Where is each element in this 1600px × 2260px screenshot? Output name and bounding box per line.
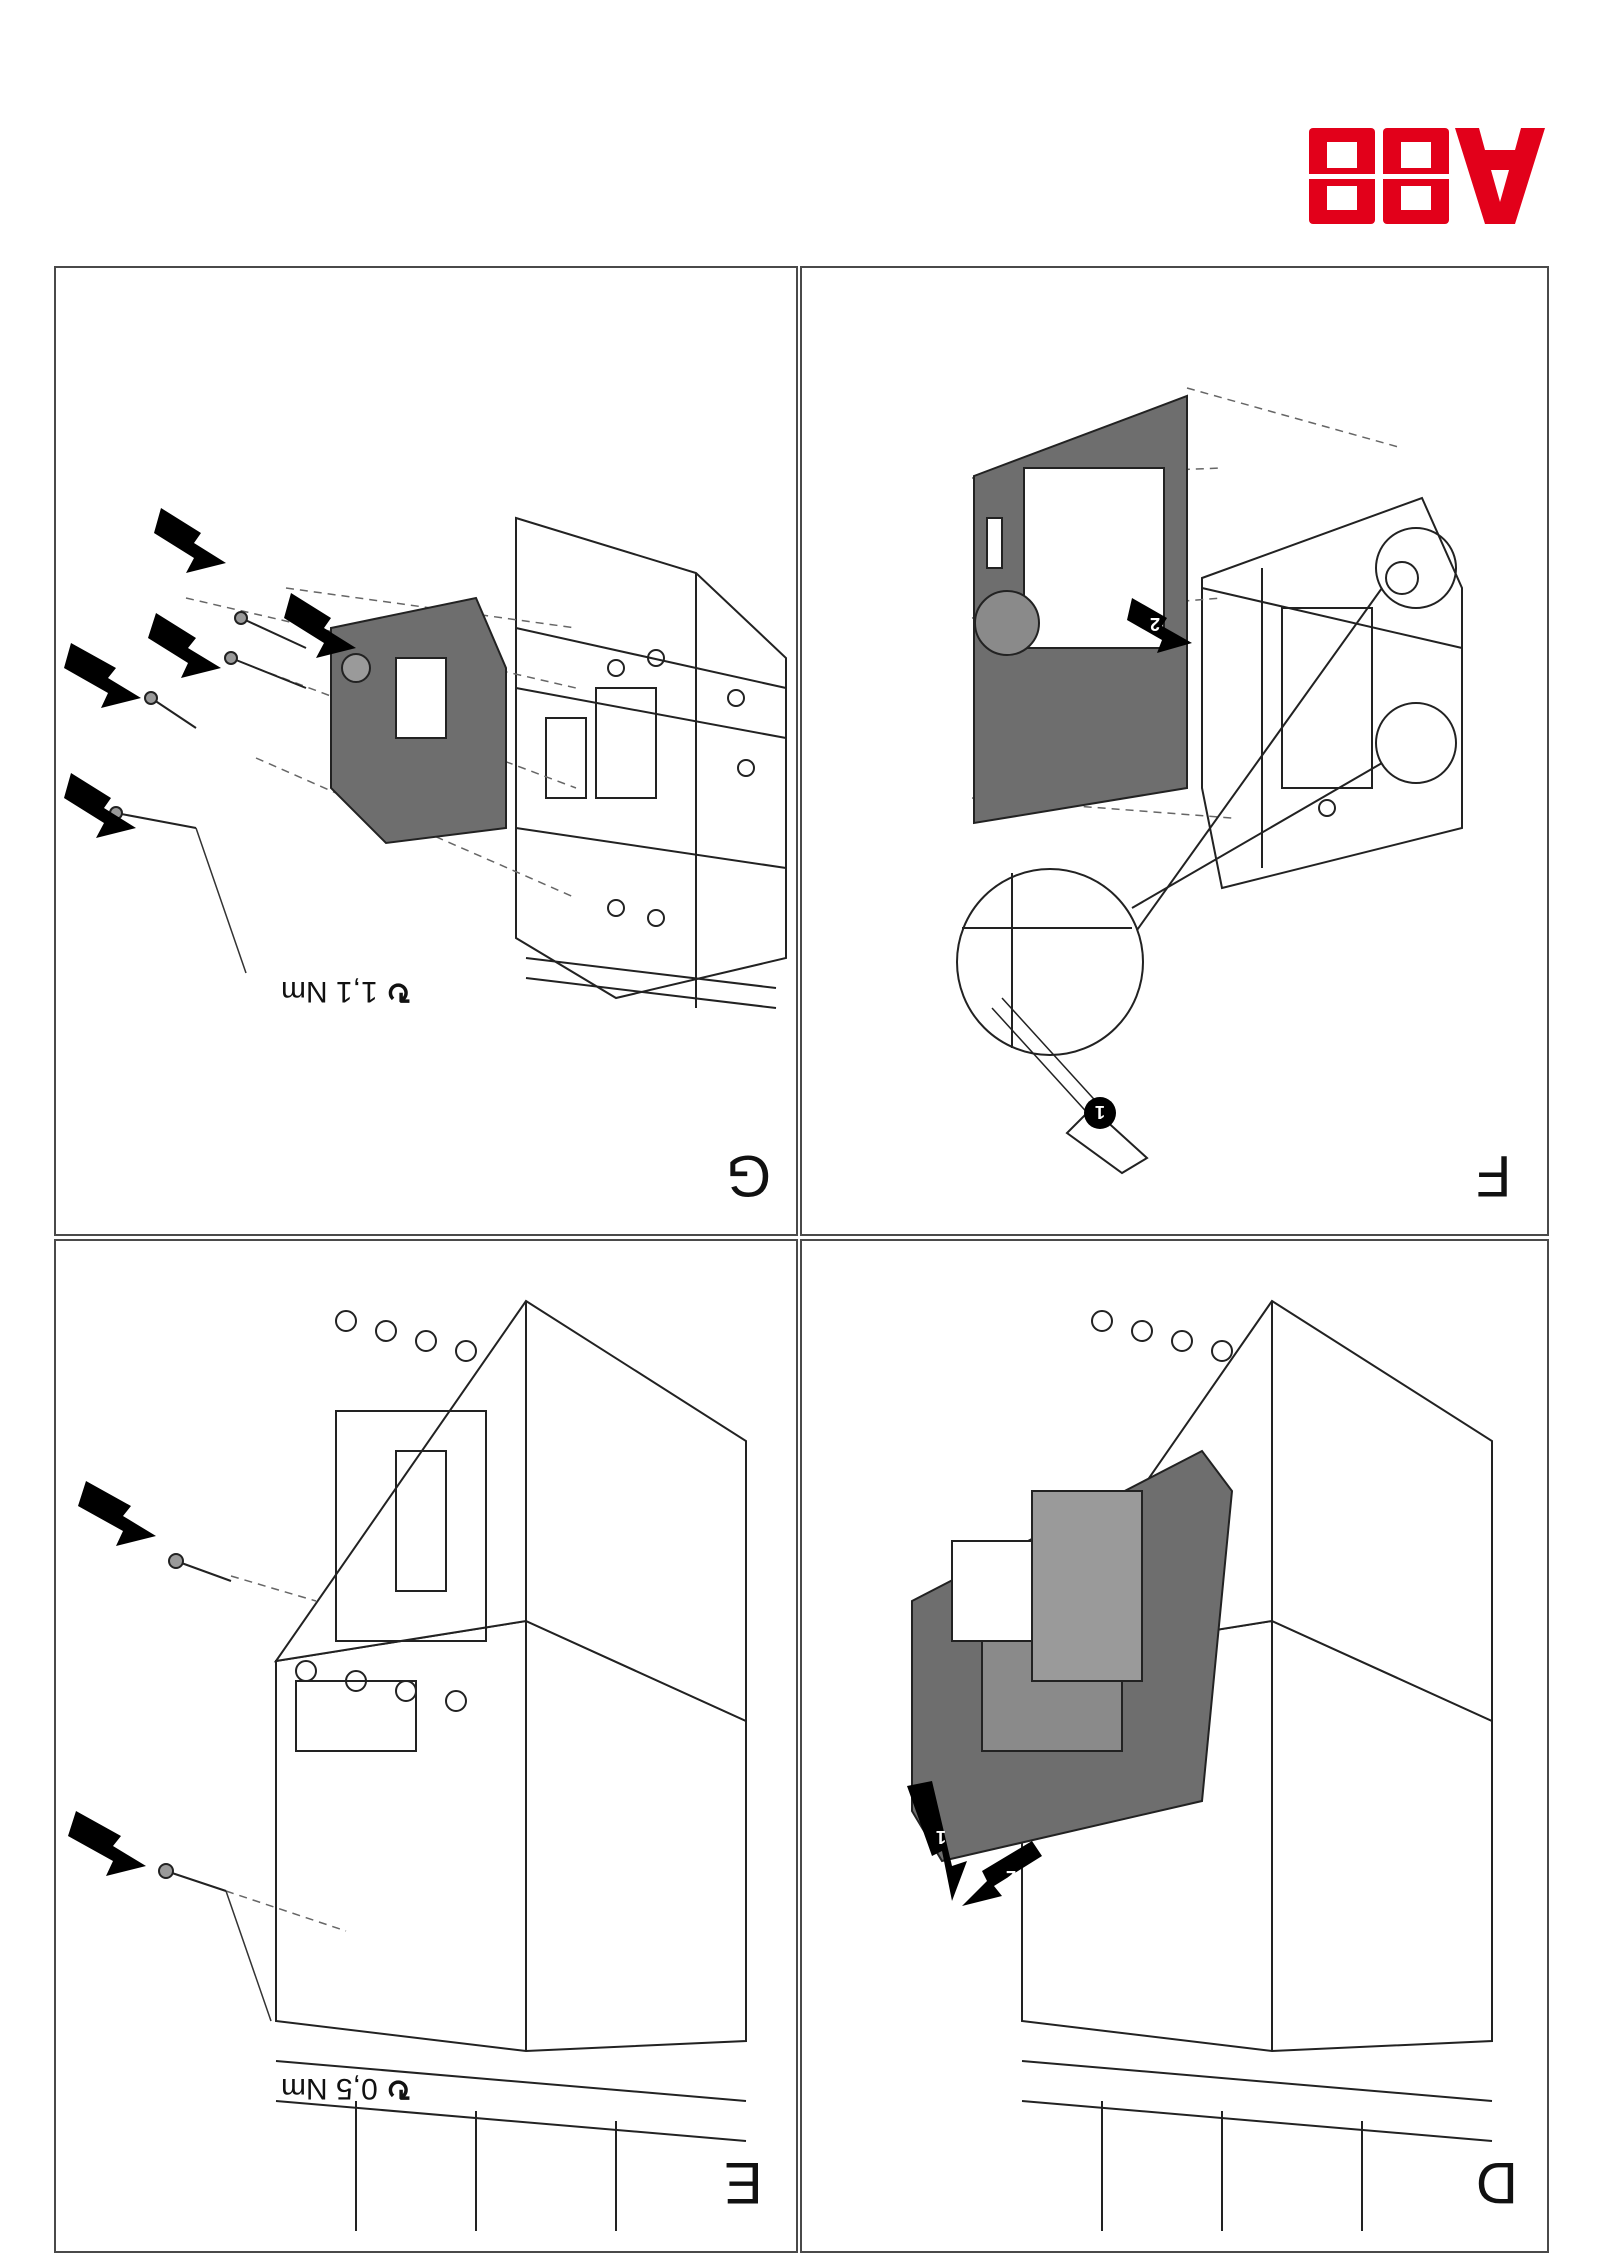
panel-letter-d: D [1476,2150,1518,2215]
abb-logo-mark [1309,128,1545,224]
step-panel-g: ↻ 1,1 Nm G [54,266,798,1236]
torque-text-g: 1,1 Nm [281,975,378,1008]
panel-letter-f: F [1476,1143,1512,1208]
torque-text-e: 0,5 Nm [281,2072,378,2105]
torque-wrench-icon: ↻ [386,975,412,1008]
torque-wrench-icon: ↻ [386,2072,412,2105]
torque-value-g: ↻ 1,1 Nm [281,975,419,1008]
step-panel-e: ↻ 0,5 Nm E [54,1239,798,2253]
step-e-illustration [68,1299,747,2231]
step-panel-d: 1 2 D [800,1239,1549,2253]
step-number-2-d: 2 [1006,1867,1016,1887]
panel-letter-e: E [724,2150,763,2215]
step-panel-f: 2 1 F [800,266,1549,1236]
step-g-illustration [64,508,787,1009]
step-d-illustration: 1 2 [907,1299,1493,2231]
step-number-1-d: 1 [936,1827,946,1847]
step-number-1-f: 1 [1095,1102,1105,1122]
torque-value-e: ↻ 0,5 Nm [281,2072,419,2105]
panel-letter-g: G [726,1143,772,1208]
step-number-2-f: 2 [1150,614,1160,634]
abb-logo [1305,128,1545,224]
step-f-illustration: 2 1 [956,387,1463,1175]
